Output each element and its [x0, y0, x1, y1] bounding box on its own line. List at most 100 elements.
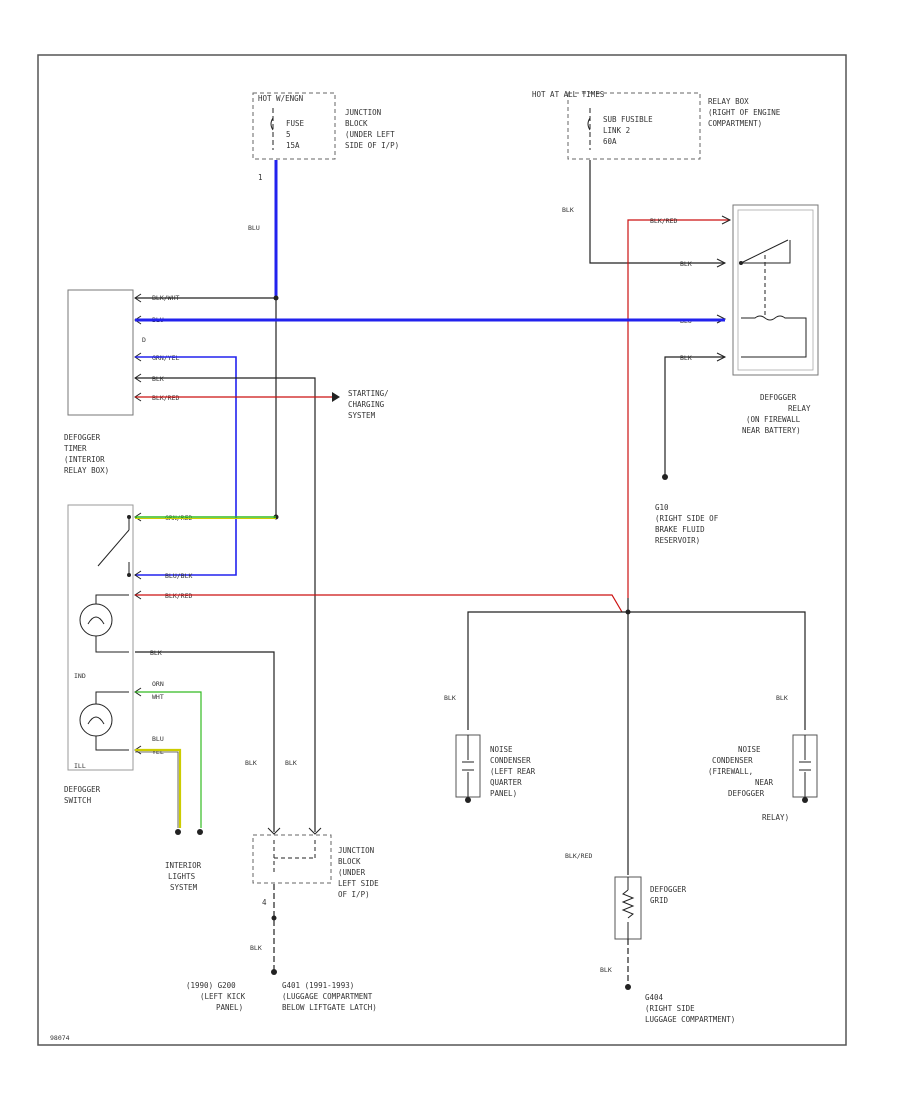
g404-line-2: (RIGHT SIDE: [645, 1004, 695, 1013]
starting-line-3: SYSTEM: [348, 411, 376, 420]
fuse-right-loc-2: (RIGHT OF ENGINE: [708, 108, 781, 117]
g200-line-3: PANEL): [216, 1003, 243, 1012]
blk-label-left: BLK: [245, 759, 257, 767]
noise-left-4: QUARTER: [490, 778, 522, 787]
noise-right-1: NOISE: [738, 745, 761, 754]
timer-label-1: DEFOGGER: [64, 433, 101, 442]
noise-left-1: NOISE: [490, 745, 513, 754]
fuse-left-box: HOT W/ENGN FUSE 5 15A JUNCTION BLOCK (UN…: [252, 92, 399, 160]
fuse-right-header: HOT AT ALL TIMES: [532, 90, 605, 99]
switch-wire-5-sub: WHT: [152, 693, 164, 701]
noise-left-2: CONDENSER: [490, 756, 531, 765]
noise-right-2: CONDENSER: [712, 756, 753, 765]
page-code: 98074: [50, 1034, 70, 1042]
noise-condenser-left: [455, 734, 481, 803]
g401-line-1: G401 (1991-1993): [282, 981, 354, 990]
noise-left-3: (LEFT REAR: [490, 767, 536, 776]
timer-label-4: RELAY BOX): [64, 466, 109, 475]
fuse-right-box: HOT AT ALL TIMES SUB FUSIBLE LINK 2 60A …: [532, 90, 781, 160]
noise-right-3: (FIREWALL,: [708, 767, 753, 776]
switch-wire-4: BLK: [150, 649, 162, 657]
relay-label-2: RELAY: [788, 404, 811, 413]
relay-label-3: (ON FIREWALL: [746, 415, 801, 424]
grid-wire-label: BLK/RED: [565, 852, 592, 860]
wire-blu-yel: [135, 748, 182, 828]
fuse-right-line-3: 60A: [603, 137, 617, 146]
switch-label-2: SWITCH: [64, 796, 92, 805]
grid-label-1: DEFOGGER: [650, 885, 687, 894]
ground-g200-g401: [271, 969, 277, 975]
defogger-relay: [732, 204, 819, 376]
wire-blkred-relay: [627, 219, 730, 598]
g10-line-3: BRAKE FLUID: [655, 525, 705, 534]
relay-label-1: DEFOGGER: [760, 393, 797, 402]
pin-4-label: 4: [262, 898, 267, 907]
switch-wire-3: BLK/RED: [165, 592, 192, 600]
fuse-left-line-2: 5: [286, 130, 291, 139]
junction-bottom-2: BLOCK: [338, 857, 361, 866]
g10-line-2: (RIGHT SIDE OF: [655, 514, 719, 523]
ground-g404: [625, 984, 631, 990]
wire-blk-relay-ground: [664, 356, 725, 475]
fuse-left-header: HOT W/ENGN: [258, 94, 303, 103]
fuse-left-loc-2: BLOCK: [345, 119, 368, 128]
junction-bottom-5: OF I/P): [338, 890, 370, 899]
timer-wire-4: BLK: [152, 375, 164, 383]
wire-blkred-switch: [135, 594, 623, 613]
svg-text:BLK: BLK: [776, 694, 788, 702]
relay-wire-1: BLK/RED: [650, 217, 677, 225]
relay-label-4: NEAR BATTERY): [742, 426, 801, 435]
g200-line-1: (1990) G200: [186, 981, 236, 990]
wire-to-noise-right: [628, 611, 806, 730]
switch-ind-label: IND: [74, 672, 86, 680]
timer-label-2: TIMER: [64, 444, 87, 453]
junction-bottom-3: (UNDER: [338, 868, 366, 877]
switch-wire-5: ORN: [152, 680, 164, 688]
defogger-timer: [67, 289, 134, 416]
grid-label-2: GRID: [650, 896, 669, 905]
fuse-right-line-2: LINK 2: [603, 126, 630, 135]
wire-blk-switch: [135, 651, 275, 832]
fuse-left-loc-4: SIDE OF I/P): [345, 141, 399, 150]
int-lights-2: LIGHTS: [168, 872, 196, 881]
blu-label-top: BLU: [248, 224, 260, 232]
g401-line-3: BELOW LIFTGATE LATCH): [282, 1003, 377, 1012]
timer-wire-5: BLK/RED: [152, 394, 179, 402]
arrow-starting: [332, 392, 340, 402]
defogger-switch: IND ILL: [67, 504, 134, 771]
int-light-dot-1: [175, 829, 181, 835]
noise-right-4: NEAR: [755, 778, 774, 787]
g404-line-3: LUGGAGE COMPARTMENT): [645, 1015, 735, 1024]
starting-line-1: STARTING/: [348, 389, 389, 398]
noise-left-5: PANEL): [490, 789, 517, 798]
g404-line-1: G404: [645, 993, 664, 1002]
timer-wire-3: GRN/YEL: [152, 354, 179, 362]
g401-line-2: (LUGGAGE COMPARTMENT: [282, 992, 373, 1001]
fuse-right-loc-3: COMPARTMENT): [708, 119, 762, 128]
fuse-right-line-1: SUB FUSIBLE: [603, 115, 653, 124]
noise-right-5: DEFOGGER: [728, 789, 765, 798]
svg-text:BLK: BLK: [444, 694, 456, 702]
timer-pin-d: D: [142, 336, 146, 344]
int-lights-1: INTERIOR: [165, 861, 202, 870]
ground-g10-dot: [662, 474, 668, 480]
pin-1-label: 1: [258, 173, 263, 182]
g10-line-1: G10: [655, 503, 669, 512]
junction-bottom-1: JUNCTION: [338, 846, 374, 855]
svg-text:BLK: BLK: [250, 944, 262, 952]
int-light-dot-2: [197, 829, 203, 835]
fuse-right-loc-1: RELAY BOX: [708, 97, 749, 106]
diagram-border: [37, 54, 847, 1046]
blk-label-right-top: BLK: [562, 206, 574, 214]
wire-orn-wht: [135, 691, 202, 828]
timer-label-3: (INTERIOR: [64, 455, 105, 464]
noise-right-6: RELAY): [762, 813, 789, 822]
defogger-grid: [614, 876, 642, 940]
noise-condenser-right: [792, 734, 818, 803]
wire-grnyel-blu: [135, 356, 237, 576]
switch-wire-6: BLU: [152, 735, 164, 743]
junction-bottom-4: LEFT SIDE: [338, 879, 379, 888]
wire-blk-timer: [135, 377, 316, 832]
int-lights-3: SYSTEM: [170, 883, 198, 892]
